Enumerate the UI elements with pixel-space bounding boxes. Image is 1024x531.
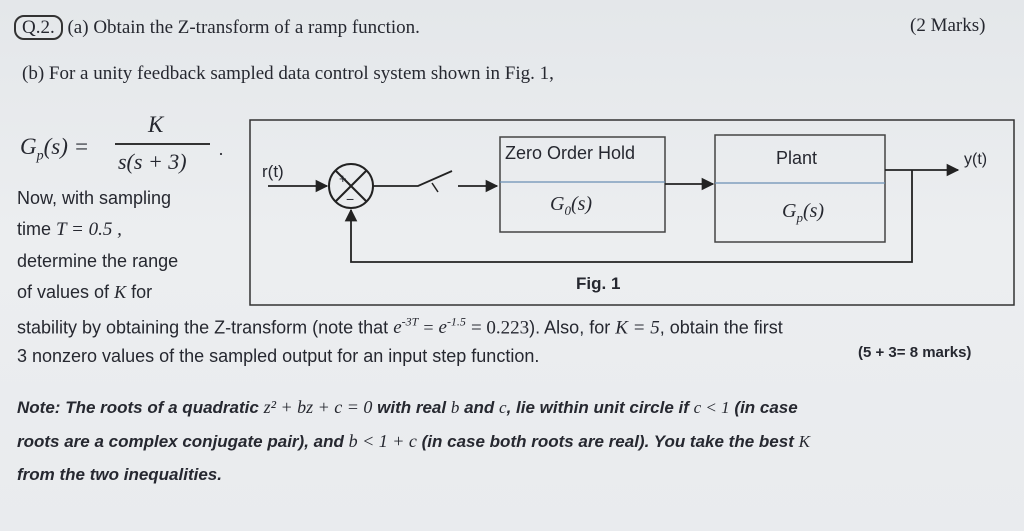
stability-line: stability by obtaining the Z-transform (…: [17, 315, 783, 339]
zoh-title: Zero Order Hold: [505, 143, 636, 163]
part-a-marks: (2 Marks): [910, 15, 986, 36]
note-line-3: from the two inequalities.: [17, 465, 222, 484]
side-text-1: Now, with sampling: [17, 188, 172, 208]
gp-numerator: K: [148, 112, 164, 137]
figure-frame: [249, 119, 1015, 306]
side-text-4: of values of K for: [17, 282, 153, 302]
side-text-2: time T = 0.5 ,: [17, 219, 122, 240]
output-label: y(t): [964, 151, 988, 168]
part-b-marks: (5 + 3= 8 marks): [858, 344, 972, 361]
note-line-2: roots are a complex conjugate pair), and…: [17, 431, 810, 451]
figure-caption: Fig. 1: [576, 274, 621, 293]
plant-transfer-function: Gp(s): [782, 200, 825, 225]
plant-title: Plant: [776, 148, 818, 168]
part-a-text: Obtain the Z-transform of a ramp functio…: [93, 17, 420, 38]
side-text-3: determine the range: [17, 251, 179, 271]
zoh-transfer-function: G0(s): [550, 193, 593, 218]
part-b-intro: (b) For a unity feedback sampled data co…: [22, 63, 554, 84]
plant-block: [714, 134, 886, 243]
minus-sign: −: [346, 191, 355, 207]
sampler-switch: [373, 170, 453, 187]
input-label: r(t): [262, 162, 284, 181]
part-a-label: (a): [67, 17, 89, 38]
part-b-line2: 3 nonzero values of the sampled output f…: [17, 346, 540, 366]
question-number: Q.2.: [14, 15, 63, 40]
question-header: Q.2. (a) Obtain the Z-transform of a ram…: [14, 15, 420, 40]
gp-equation-lhs: Gp(s) =: [20, 134, 90, 164]
fraction-bar: [115, 143, 210, 145]
plus-sign: +: [339, 171, 347, 186]
feedback-path: [344, 170, 913, 263]
note-line-1: Note: The roots of a quadratic z² + bz +…: [17, 397, 798, 417]
gp-denominator: s(s + 3): [118, 149, 187, 174]
